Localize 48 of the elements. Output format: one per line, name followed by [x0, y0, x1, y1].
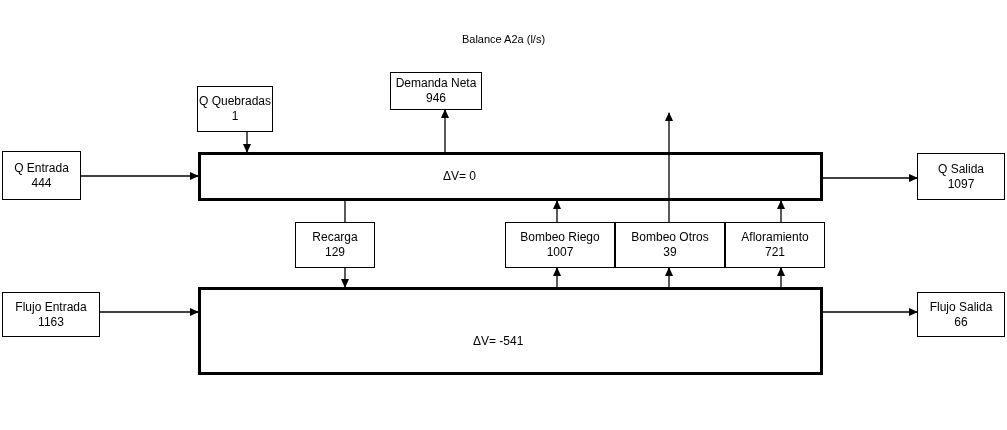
flow-arrow [441, 109, 449, 153]
flow-arrow [822, 308, 918, 316]
flow-box [505, 222, 615, 268]
flow-value: 39 [663, 245, 677, 260]
flow-value: 66 [954, 314, 968, 330]
flow-arrow [99, 308, 199, 316]
flow-arrow [822, 174, 918, 182]
flow-name: Q Entrada [14, 160, 69, 176]
flow-value: 1007 [546, 245, 574, 260]
flow-name: Flujo Salida [929, 299, 993, 315]
flow-name: Q Salida [938, 161, 984, 177]
flow-arrow [341, 267, 349, 288]
flow-name: Demanda Neta [395, 76, 477, 91]
flow-box [615, 222, 725, 268]
diagram-title: Balance A2a (l/s) [460, 33, 547, 45]
flow-value: 129 [325, 245, 345, 260]
volume-change-label: ΔV= -541 [473, 333, 524, 349]
flow-arrow [80, 172, 199, 180]
flow-box [725, 222, 825, 268]
volume-change-label: ΔV= 0 [443, 169, 477, 184]
reservoir-box [198, 152, 823, 201]
flow-name: Q Quebradas [198, 94, 271, 109]
flow-name: Recarga [312, 230, 358, 245]
flow-value: 946 [426, 91, 446, 106]
flow-value: 721 [765, 245, 785, 260]
flow-value: 444 [31, 175, 52, 191]
flow-box [917, 292, 1005, 337]
flow-name: Afloramiento [741, 230, 809, 245]
reservoir-box [198, 287, 823, 375]
flow-box [197, 86, 273, 132]
flow-value: 1163 [38, 314, 64, 330]
flow-box [390, 72, 482, 110]
flow-arrow [665, 267, 673, 288]
flow-arrow [553, 200, 561, 223]
flow-name: Bombeo Otros [631, 230, 709, 245]
flow-value: 1 [231, 109, 239, 124]
flow-box [2, 151, 81, 200]
flow-box [2, 292, 100, 337]
flow-value: 1097 [947, 176, 975, 192]
flow-arrow [665, 112, 673, 223]
flow-name: Flujo Entrada [15, 299, 87, 315]
flow-box [917, 153, 1005, 200]
flow-arrow [777, 267, 785, 288]
flow-arrow [777, 200, 785, 223]
flow-box [295, 222, 375, 268]
flow-arrow [243, 131, 251, 153]
flow-name: Bombeo Riego [520, 230, 600, 245]
flow-arrow [553, 267, 561, 288]
